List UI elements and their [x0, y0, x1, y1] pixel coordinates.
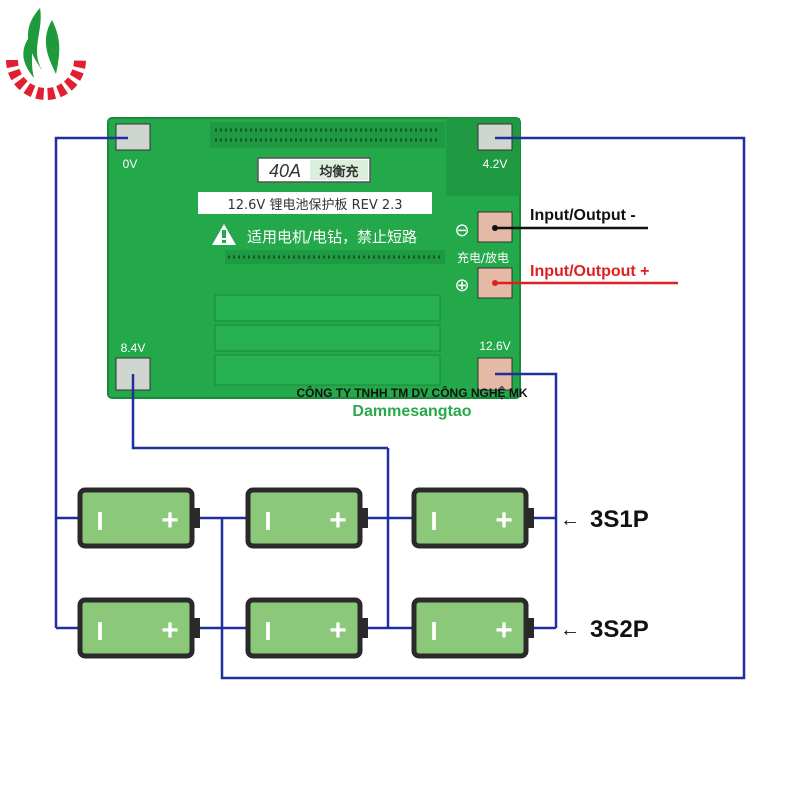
battery-cell: I +	[411, 487, 534, 549]
label-output-minus: Input/Output -	[530, 207, 636, 224]
arrow-3s2p: ←	[560, 619, 580, 641]
model-line: 12.6V 锂电池保护板 REV 2.3	[227, 198, 402, 213]
wire-8-4v	[131, 374, 388, 450]
pad-label-0v: 0V	[123, 157, 138, 171]
battery-row-1: I + I + I +	[77, 487, 534, 549]
label-output-plus: Input/Outpout +	[530, 263, 650, 280]
battery-cell: I +	[411, 597, 534, 659]
arrow-3s1p: ←	[560, 509, 580, 531]
protection-board: 0V 4.2V 8.4V 12.6V 40A 均衡充 12.6V 锂电池保护板 …	[107, 117, 521, 399]
battery-plus-label: +	[329, 614, 347, 647]
mosfet-block	[214, 354, 441, 386]
minus-symbol: ⊖	[454, 220, 469, 240]
battery-cell: I +	[77, 487, 200, 549]
mosfet-block	[214, 324, 441, 352]
battery-row-2: I + I + I +	[77, 597, 534, 659]
battery-minus-label: I	[430, 616, 437, 646]
balance-wires	[54, 136, 746, 680]
company-logo	[6, 8, 86, 100]
battery-minus-label: I	[264, 616, 271, 646]
battery-plus-label: +	[495, 504, 513, 537]
model-label-box	[198, 192, 432, 214]
battery-plus-label: +	[329, 504, 347, 537]
plus-symbol: ⊕	[454, 275, 469, 295]
current-rating: 40A	[269, 161, 301, 181]
wire-0v	[54, 136, 128, 520]
pad-label-8-4v: 8.4V	[121, 341, 146, 355]
battery-minus-label: I	[96, 616, 103, 646]
top-component-row	[210, 122, 445, 148]
battery-cell: I +	[245, 487, 368, 549]
label-3s2p: 3S2P	[590, 616, 649, 643]
balance-label: 均衡充	[319, 164, 358, 180]
pad-label-12-6v: 12.6V	[479, 339, 510, 353]
watermark-brand: Dammesangtao	[352, 403, 471, 420]
battery-minus-label: I	[430, 506, 437, 536]
pad-label-4-2v: 4.2V	[483, 157, 508, 171]
battery-plus-label: +	[161, 614, 179, 647]
wire-12-6v	[495, 372, 558, 628]
battery-cell: I +	[245, 597, 368, 659]
charge-discharge-label: 充电/放电	[457, 250, 509, 265]
battery-cell: I +	[77, 597, 200, 659]
battery-minus-label: I	[96, 506, 103, 536]
battery-minus-label: I	[264, 506, 271, 536]
wire-4-2v	[220, 136, 746, 680]
watermark-company: CÔNG TY TNHH TM DV CÔNG NGHỆ MK	[296, 385, 527, 400]
battery-plus-label: +	[495, 614, 513, 647]
warning-line: 适用电机/电钻，禁止短路	[247, 228, 417, 246]
mosfet-block	[214, 294, 441, 322]
battery-plus-label: +	[161, 504, 179, 537]
label-3s1p: 3S1P	[590, 506, 649, 533]
